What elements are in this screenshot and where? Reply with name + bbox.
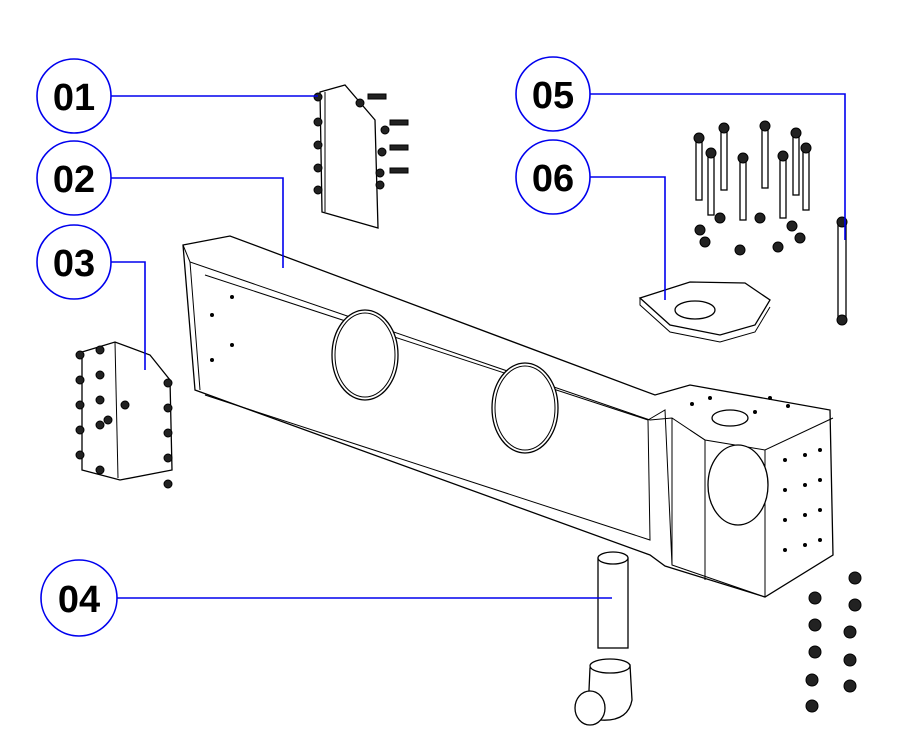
callout-05-label: 05	[532, 75, 574, 117]
callout-05: 05	[515, 56, 591, 132]
callout-03: 03	[36, 224, 112, 300]
top-bracket	[313, 84, 409, 229]
callout-04: 04	[40, 559, 118, 637]
callout-02-label: 02	[53, 159, 95, 201]
main-beam	[182, 235, 834, 598]
pipe-and-elbow	[574, 551, 633, 726]
callout-04-label: 04	[58, 579, 100, 621]
callout-06-label: 06	[532, 158, 574, 200]
side-bracket	[75, 341, 173, 489]
nuts-cluster	[805, 571, 862, 713]
callout-01: 01	[36, 58, 112, 134]
callout-02: 02	[36, 140, 112, 216]
callout-01-label: 01	[53, 77, 95, 119]
callout-06: 06	[515, 139, 591, 215]
leader-lines	[111, 93, 846, 599]
mounting-plate	[638, 281, 771, 343]
callout-03-label: 03	[53, 243, 95, 285]
